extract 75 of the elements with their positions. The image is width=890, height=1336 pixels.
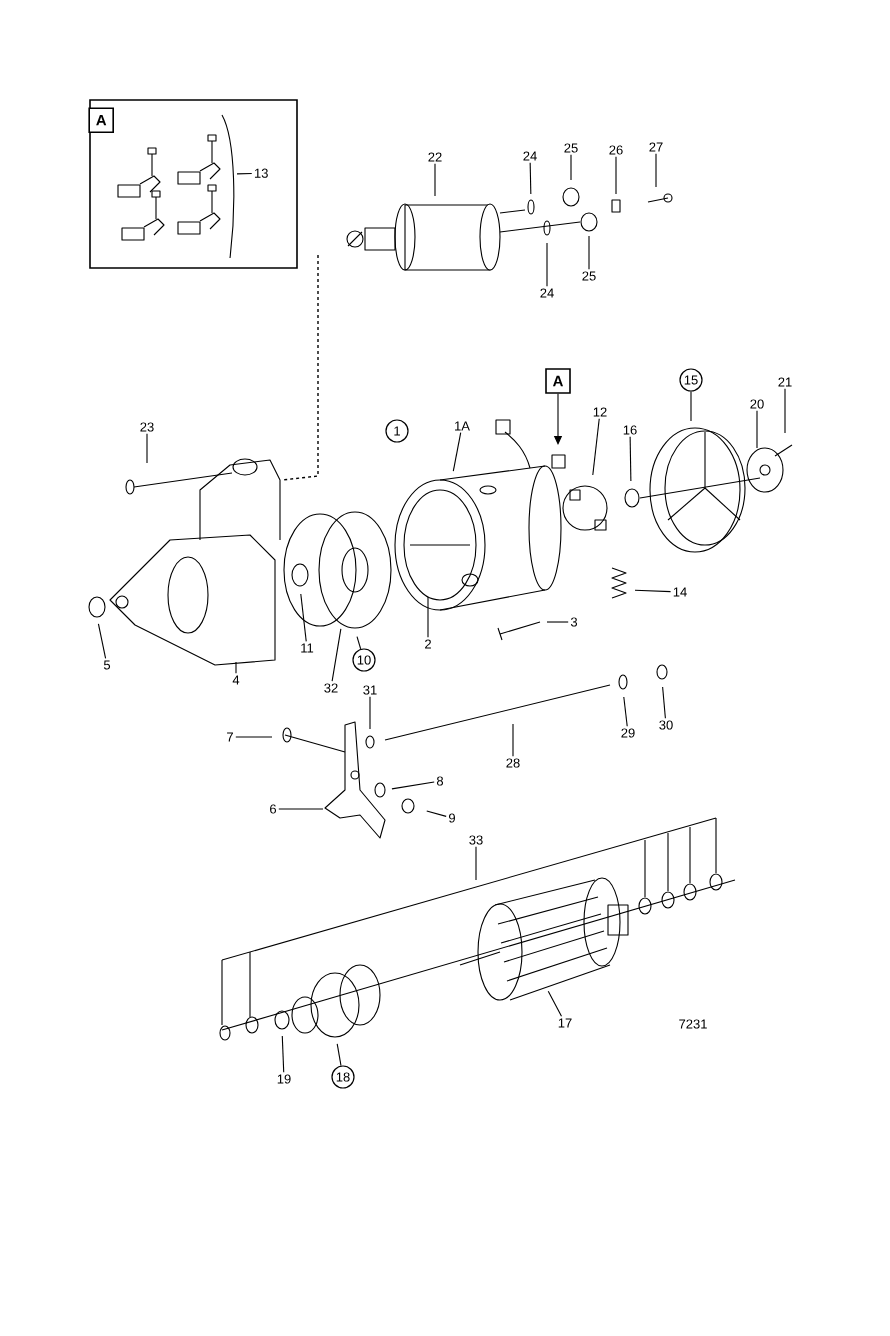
leader-line: [281, 1035, 285, 1073]
leader-line: [146, 433, 148, 464]
leader-line: [235, 661, 237, 674]
callout-number: 24: [540, 288, 554, 298]
leader-line: [615, 156, 617, 195]
leader-line: [278, 808, 324, 810]
leader-line: [452, 432, 462, 472]
callout-number: 16: [623, 425, 637, 435]
callout-number: 7: [227, 732, 233, 742]
circled-callout-number: 15: [679, 368, 703, 392]
leader-line: [547, 990, 563, 1017]
callout-number: 21: [778, 377, 792, 387]
leader-line: [529, 162, 532, 195]
leader-line: [331, 628, 342, 682]
leader-line: [97, 623, 107, 659]
callout-number: 30: [659, 720, 673, 730]
callout-number: 11: [301, 643, 314, 653]
circled-callout-number: 1: [385, 419, 409, 443]
leader-line: [391, 781, 435, 790]
callout-number: 4: [232, 675, 240, 685]
leader-line: [655, 153, 657, 188]
inset-frame: [89, 99, 298, 269]
callout-number: 12: [593, 407, 607, 417]
callout-number: 29: [621, 728, 635, 738]
leader-line: [690, 391, 692, 422]
callout-number: 6: [270, 804, 277, 814]
callout-number: 28: [506, 758, 520, 768]
callout-number: 8: [436, 776, 444, 786]
callout-number: 25: [564, 143, 578, 153]
leader-line: [784, 388, 786, 434]
leader-line: [300, 593, 307, 642]
callout-number: 24: [523, 151, 537, 161]
circled-callout-number: 18: [331, 1065, 355, 1089]
callout-number: 25: [582, 271, 596, 281]
callout-number: 13: [254, 168, 268, 178]
leader-line: [356, 636, 362, 650]
leader-line: [756, 410, 758, 449]
view-label: A: [88, 107, 114, 133]
callout-number: 27: [649, 142, 663, 152]
leader-line: [546, 621, 569, 623]
callout-number: 23: [140, 422, 154, 432]
leader-line: [512, 723, 514, 757]
drawing-number: 7231: [679, 1019, 707, 1029]
leader-line: [427, 596, 429, 638]
leader-line: [369, 696, 371, 730]
circled-callout-number: 10: [352, 648, 376, 672]
callout-number: 31: [363, 685, 377, 695]
view-label: A: [545, 368, 571, 394]
leader-line: [623, 696, 628, 727]
callout-number: 26: [609, 145, 623, 155]
callout-number: 19: [277, 1074, 291, 1084]
leader-line: [588, 235, 590, 270]
leader-line: [662, 686, 666, 719]
callout-number: 14: [673, 587, 687, 597]
callout-number: 17: [558, 1018, 572, 1028]
leader-line: [426, 810, 447, 817]
callout-number: 32: [324, 683, 338, 693]
callout-number: 20: [750, 399, 764, 409]
leader-line: [592, 418, 600, 476]
leader-line: [475, 846, 477, 881]
leader-line: [634, 589, 672, 593]
callout-number: 3: [570, 617, 578, 627]
leader-line: [546, 242, 548, 287]
leader-line: [629, 436, 632, 482]
leader-line: [570, 154, 572, 181]
callout-number: 1A: [455, 421, 470, 431]
leader-line: [336, 1043, 342, 1067]
callout-number: 5: [103, 660, 111, 670]
callout-number: 33: [469, 835, 483, 845]
leader-line: [434, 163, 436, 197]
leader-line: [236, 172, 253, 175]
callout-number: 2: [425, 639, 431, 649]
callout-number: 22: [428, 152, 442, 162]
callout-number: 9: [449, 813, 455, 823]
leader-line: [235, 736, 273, 738]
